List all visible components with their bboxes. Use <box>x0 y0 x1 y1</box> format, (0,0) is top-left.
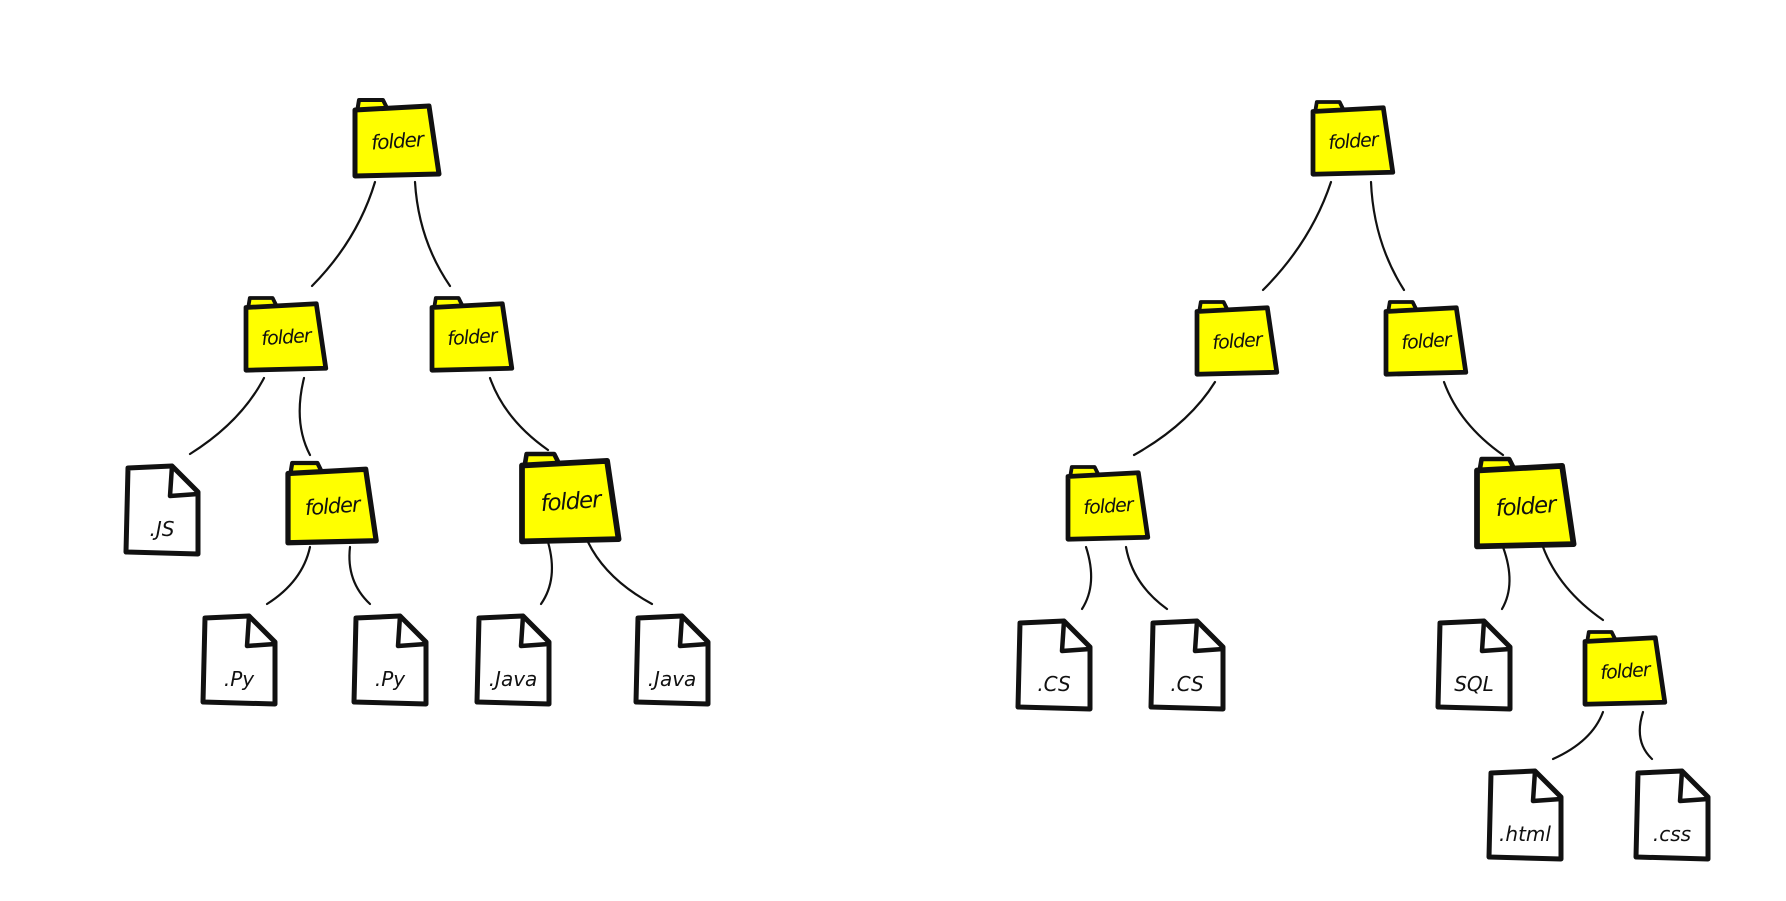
tree-edge <box>1369 180 1406 292</box>
file-corner-fold <box>1677 768 1711 804</box>
file-body <box>1633 768 1711 862</box>
folder-label: folder <box>1495 492 1559 522</box>
file-corner-fold <box>518 613 552 649</box>
tree-edge <box>586 540 654 606</box>
folder-label: folder <box>1401 329 1454 355</box>
tree-edge <box>1638 710 1654 761</box>
file-extension-label: .Java <box>648 667 697 691</box>
folder-body <box>1310 105 1396 177</box>
tree-edge <box>488 376 550 452</box>
tree-edge <box>413 180 452 288</box>
file-icon: .Py <box>200 613 278 707</box>
file-icon: SQL <box>1435 618 1513 712</box>
tree-edge <box>188 376 266 456</box>
file-extension-label: .CS <box>1170 672 1204 696</box>
file-icon: .CS <box>1148 618 1226 712</box>
file-body <box>1148 618 1226 712</box>
folder-icon: folder <box>1383 300 1469 377</box>
file-corner-fold <box>244 613 278 649</box>
tree-edge <box>1124 545 1169 611</box>
file-body <box>351 613 429 707</box>
folder-label: folder <box>1212 329 1265 355</box>
file-body <box>123 463 201 557</box>
file-icon: .Java <box>474 613 552 707</box>
file-extension-label: .CS <box>1037 672 1071 696</box>
tree-edge <box>265 545 312 606</box>
folder-body <box>1194 305 1280 377</box>
folder-label: folder <box>1083 494 1136 520</box>
file-body <box>1486 768 1564 862</box>
folder-body <box>429 301 515 373</box>
tree-edge <box>1132 380 1217 457</box>
folder-body <box>243 301 329 373</box>
tree-edge <box>1541 545 1605 622</box>
folder-icon: folder <box>429 296 515 373</box>
file-corner-fold <box>1530 768 1564 804</box>
folder-body <box>1474 463 1577 550</box>
file-extension-label: .Py <box>375 667 406 691</box>
file-icon: .Py <box>351 613 429 707</box>
file-corner-fold <box>1192 618 1226 654</box>
folder-body <box>519 458 622 545</box>
folder-icon: folder <box>519 451 622 545</box>
file-icon: .html <box>1486 768 1564 862</box>
tree-edge <box>348 545 372 606</box>
folder-icon: folder <box>285 460 379 546</box>
file-body <box>1435 618 1513 712</box>
file-corner-fold <box>167 463 201 499</box>
file-body <box>474 613 552 707</box>
file-extension-label: .JS <box>150 517 175 541</box>
folder-body <box>1582 635 1668 707</box>
tree-edge <box>310 180 377 288</box>
folder-body <box>285 466 379 546</box>
file-corner-fold <box>1479 618 1513 654</box>
folder-icon: folder <box>243 296 329 373</box>
file-body <box>1015 618 1093 712</box>
file-icon: .css <box>1633 768 1711 862</box>
folder-body <box>1383 305 1469 377</box>
file-corner-fold <box>395 613 429 649</box>
folder-body <box>1065 470 1151 542</box>
folder-label: folder <box>370 127 426 155</box>
file-body <box>200 613 278 707</box>
folder-label: folder <box>1600 659 1653 685</box>
file-icon: .CS <box>1015 618 1093 712</box>
tree-edges <box>188 180 1654 761</box>
file-extension-label: .Py <box>224 667 255 691</box>
file-icon: .Java <box>633 613 711 707</box>
tree-edge <box>1261 180 1333 292</box>
tree-edge <box>539 540 553 606</box>
folder-icon: folder <box>1065 465 1151 542</box>
folder-icon: folder <box>1474 456 1577 550</box>
tree-edge <box>298 376 312 457</box>
folder-label: folder <box>540 487 604 517</box>
tree-edge <box>1080 545 1093 611</box>
tree-edge <box>1442 380 1505 457</box>
file-extension-label: .Java <box>489 667 538 691</box>
file-extension-label: .css <box>1653 822 1691 846</box>
file-body <box>633 613 711 707</box>
file-corner-fold <box>1059 618 1093 654</box>
folder-icon: folder <box>1582 630 1668 707</box>
file-extension-label: .html <box>1499 822 1551 846</box>
folder-label: folder <box>1328 129 1381 155</box>
folder-icon: folder <box>352 98 442 179</box>
folder-icon: folder <box>1310 100 1396 177</box>
tree-edge <box>1551 710 1605 761</box>
folder-label: folder <box>261 325 314 351</box>
file-icon: .JS <box>123 463 201 557</box>
folder-label: folder <box>447 325 500 351</box>
file-corner-fold <box>677 613 711 649</box>
tree-nodes: folder folder folder .JS folder folder .Py .Py.… <box>123 98 1711 862</box>
folder-icon: folder <box>1194 300 1280 377</box>
folder-label: folder <box>304 492 363 520</box>
tree-edge <box>1500 545 1511 611</box>
file-extension-label: SQL <box>1454 672 1494 696</box>
folder-body <box>352 103 442 179</box>
